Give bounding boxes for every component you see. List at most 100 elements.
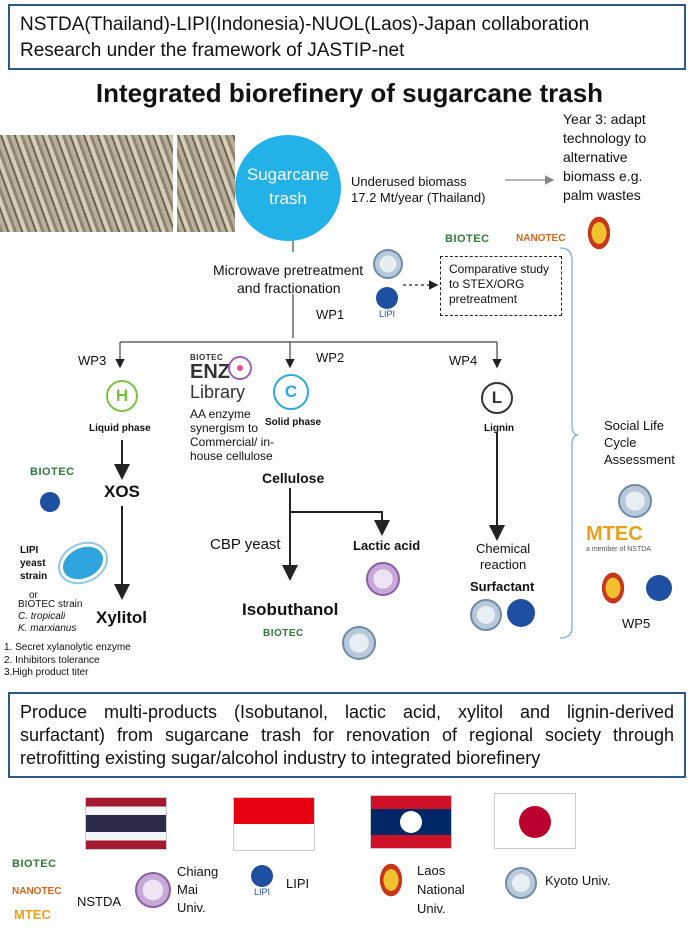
aa-enzyme-text: AA enzyme synergism to Commercial/ in- h… — [190, 407, 274, 463]
note-line: 3.High product titer — [4, 667, 89, 678]
chiang-mai-line: Univ. — [177, 900, 206, 915]
lipi-logo-icon: LIPI — [373, 287, 401, 319]
sugarcane-label-1: Sugarcane — [246, 165, 330, 184]
liquid-phase-label: Liquid phase — [89, 423, 151, 434]
lipi-logo-text: LIPI — [378, 309, 395, 319]
strain-k-marxianus: K. marxianus — [18, 623, 77, 634]
comparative-study-box: Comparative study to STEX/ORG pretreatme… — [440, 256, 562, 316]
indonesia-flag-icon — [233, 797, 315, 851]
year3-line: technology to — [563, 130, 647, 146]
biotec-logo: BIOTEC — [12, 858, 57, 870]
solid-phase-label: Solid phase — [265, 417, 322, 428]
sugarcane-trash-photo — [177, 135, 235, 232]
wp3-label: WP3 — [78, 353, 107, 368]
biotec-strain-text: BIOTEC strain C. tropicali K. marxianus — [18, 599, 82, 635]
yeast-line: yeast — [20, 558, 46, 569]
mtec-logo-text: MTEC — [586, 523, 643, 545]
chiang-mai-line: Chiang — [177, 864, 219, 879]
lipi-logo-icon — [40, 492, 60, 512]
biotec-strain-label: BIOTEC strain — [18, 599, 83, 610]
cbp-yeast-label: CBP yeast — [210, 536, 281, 553]
chemical-reaction-text: Chemical reaction — [476, 541, 530, 573]
pretreatment-line-2: and fractionation — [237, 280, 341, 296]
yeast-line: strain — [20, 571, 48, 582]
biotec-logo: BIOTEC — [263, 628, 304, 639]
wp4-label: WP4 — [449, 353, 478, 368]
kyoto-label: Kyoto Univ. — [545, 873, 611, 888]
aa-line: house cellulose — [190, 449, 273, 463]
note-line: 1. Secret xylanolytic enzyme — [4, 642, 131, 653]
biomass-line-2: 17.2 Mt/year (Thailand) — [351, 190, 486, 205]
chemical-line: Chemical — [476, 541, 531, 556]
lipi-logo-text: LIPI — [253, 887, 270, 897]
year3-line: biomass e.g. — [563, 168, 643, 184]
lignin-label: Lignin — [484, 423, 514, 434]
laos-university-emblem-icon — [378, 861, 404, 899]
aa-line: synergism to — [190, 421, 259, 435]
japan-flag-icon — [494, 793, 576, 849]
enzyme-network-icon — [228, 356, 252, 380]
biotec-logo: BIOTEC — [445, 233, 490, 245]
nstda-label: NSTDA — [77, 894, 122, 909]
kyoto-seal-icon — [505, 867, 537, 899]
kyoto-seal-icon — [373, 249, 403, 279]
header-line-1: NSTDA(Thailand)-LIPI(Indonesia)-NUOL(Lao… — [20, 14, 590, 35]
laos-label: Laos National Univ. — [417, 861, 465, 918]
c-node: C — [273, 374, 309, 410]
yeast-notes: 1. Secret xylanolytic enzyme 2. Inhibito… — [4, 642, 131, 680]
laos-university-emblem-icon — [586, 214, 612, 252]
year3-line: Year 3: adapt — [563, 111, 646, 127]
wp5-label: WP5 — [622, 616, 651, 631]
sugarcane-trash-node: Sugarcane trash — [235, 135, 341, 241]
laos-line: National — [417, 882, 465, 897]
aa-line: AA enzyme — [190, 407, 251, 421]
h-node: H — [106, 380, 138, 412]
lipi-yeast-text: LIPI yeast strain — [20, 544, 47, 583]
thailand-flag-icon — [85, 797, 167, 850]
surfactant-label: Surfactant — [470, 579, 535, 594]
xylitol-label: Xylitol — [96, 608, 148, 627]
biomass-text: Underused biomass 17.2 Mt/year (Thailand… — [351, 174, 485, 206]
main-title: Integrated biorefinery of sugarcane tras… — [95, 78, 604, 108]
comparative-line: Comparative study — [449, 262, 550, 276]
mtec-subtext: a member of NSTDA — [586, 546, 651, 553]
slca-text: Social Life Cycle Assessment — [604, 417, 675, 468]
note-line: 2. Inhibitors tolerance — [4, 654, 100, 666]
sugarcane-field-photo — [0, 135, 173, 232]
pretreatment-line-1: Microwave pretreatment — [213, 262, 364, 278]
year3-line: palm wastes — [563, 187, 641, 203]
chemical-line: reaction — [479, 557, 527, 572]
enz-library-text: Library — [190, 382, 246, 402]
kyoto-seal-icon — [342, 626, 376, 660]
nanotec-logo: NANOTEC — [516, 233, 566, 244]
wp2-label: WP2 — [316, 350, 345, 365]
aa-line: Commercial/ in- — [190, 435, 275, 449]
yeast-line: LIPI — [20, 545, 39, 556]
enz-library-logo: BIOTEC ENZ Library — [190, 353, 245, 402]
cellulose-label: Cellulose — [262, 470, 325, 486]
chiang-mai-seal-icon — [366, 562, 400, 596]
slca-line: Cycle — [604, 435, 637, 450]
isobutanol-label: Isobuthanol — [242, 600, 339, 619]
laos-line: Univ. — [417, 901, 446, 916]
slca-line: Assessment — [604, 452, 675, 467]
chiang-mai-seal-icon — [135, 872, 171, 908]
header-box: NSTDA(Thailand)-LIPI(Indonesia)-NUOL(Lao… — [8, 4, 686, 70]
laos-line: Laos — [417, 863, 446, 878]
comparative-line: pretreatment — [449, 292, 518, 306]
enz-title: ENZ — [190, 361, 230, 383]
xos-label: XOS — [104, 482, 140, 501]
mtec-logo: MTEC — [14, 907, 51, 922]
summary-box: Produce multi-products (Isobutanol, lact… — [8, 692, 686, 778]
strain-c-tropicali: C. tropicali — [18, 611, 66, 622]
biotec-logo: BIOTEC — [30, 466, 75, 478]
nanotec-logo: NANOTEC — [12, 886, 62, 897]
lipi-logo-icon — [507, 599, 535, 627]
biomass-line-1: Underused biomass — [351, 174, 467, 189]
mtec-logo: MTEC a member of NSTDA — [586, 523, 651, 553]
chiang-mai-label: Chiang Mai Univ. — [177, 863, 218, 917]
enz-biotec-text: BIOTEC — [190, 353, 224, 362]
sugarcane-label-2: trash — [269, 189, 307, 208]
year3-line: alternative — [563, 149, 628, 165]
